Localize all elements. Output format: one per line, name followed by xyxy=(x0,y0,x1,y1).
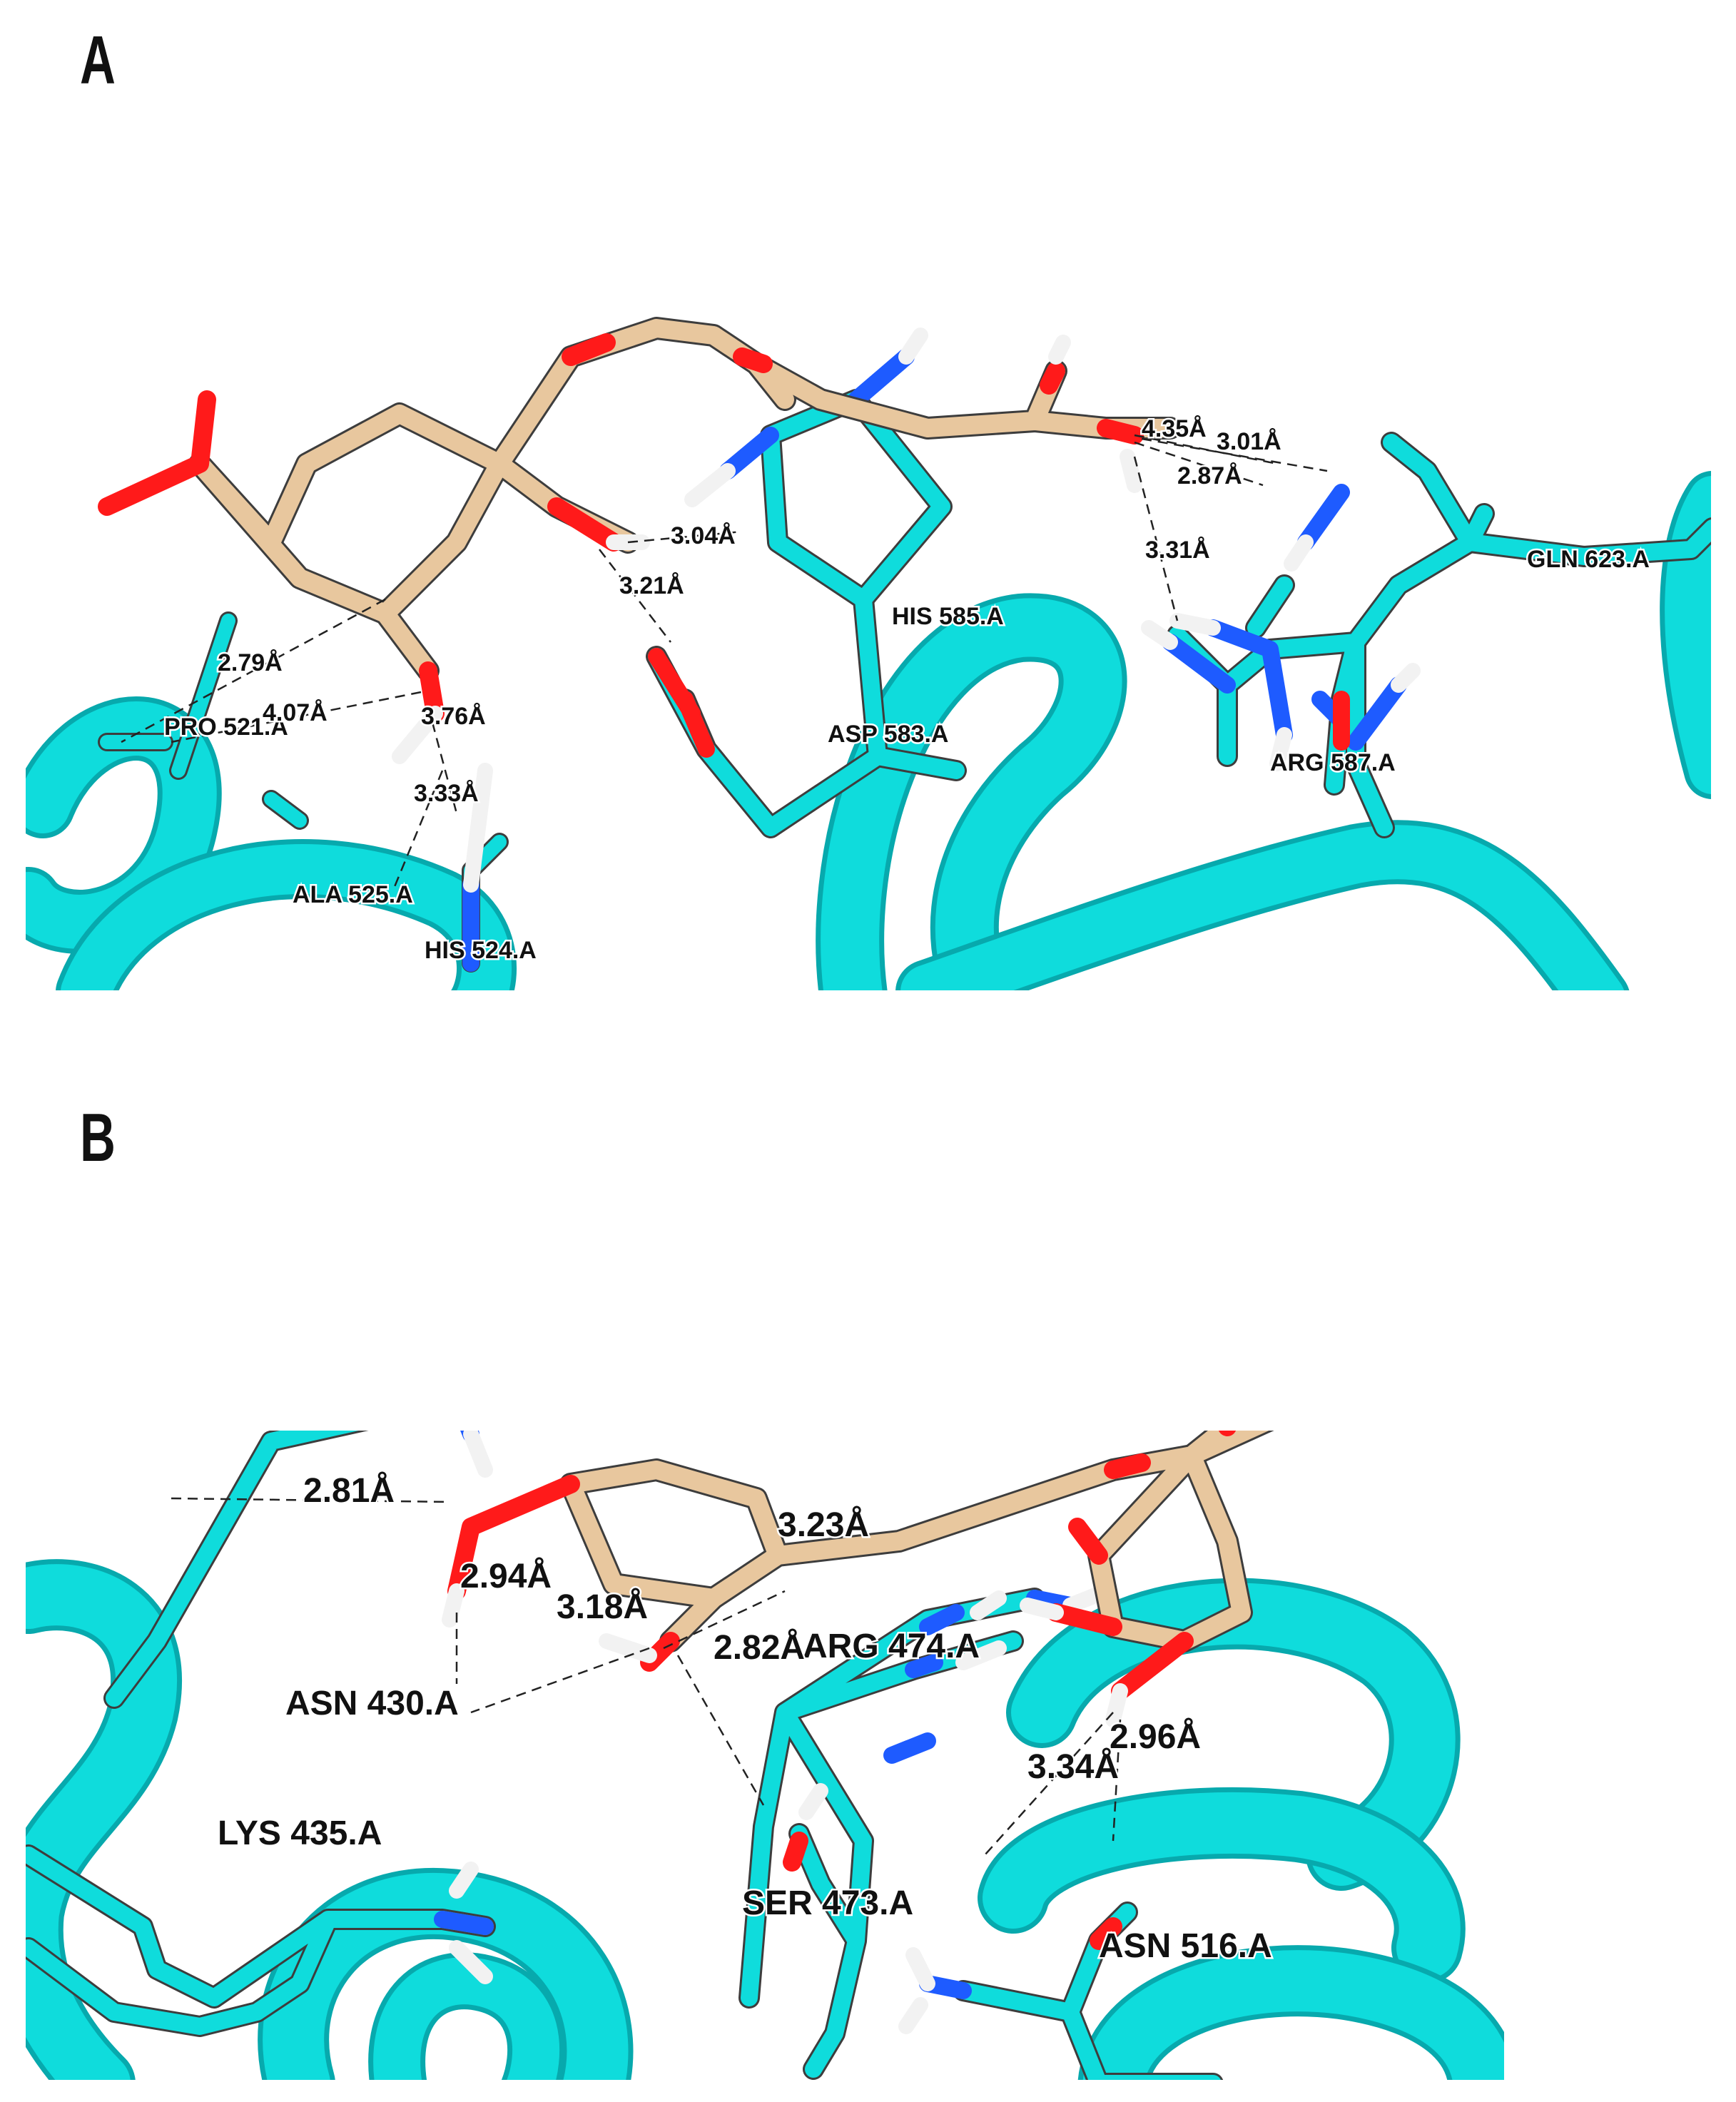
residue-label: ASP 583.A xyxy=(828,721,948,748)
distance-label: 4.07Å xyxy=(263,699,328,726)
protein-sticks-b xyxy=(26,1431,1224,2080)
distance-label: 3.01Å xyxy=(1217,428,1281,455)
residue-label: HIS 524.A xyxy=(425,937,537,964)
distance-label: 3.76Å xyxy=(421,703,486,730)
residue-label: SER 473.A xyxy=(742,1884,913,1922)
residue-label: ASN 516.A xyxy=(1099,1927,1272,1965)
distance-label: 3.33Å xyxy=(414,780,479,807)
distance-label: 3.21Å xyxy=(619,572,684,599)
distance-label: 3.18Å xyxy=(557,1588,648,1626)
residue-label: HIS 585.A xyxy=(892,603,1004,630)
distance-label: 2.87Å xyxy=(1177,462,1242,489)
residue-label: PRO 521.A xyxy=(164,714,288,741)
panel-a-letter: A xyxy=(80,22,116,98)
residue-label: ASN 430.A xyxy=(285,1685,459,1722)
residue-label: ARG 474.A xyxy=(803,1628,980,1665)
residue-label: ARG 587.A xyxy=(1270,749,1396,776)
distance-label: 3.23Å xyxy=(778,1506,869,1544)
panel-b-image: ASN 430.A ARG 474.A LYS 435.A SER 473.A … xyxy=(26,1431,1504,2080)
distance-label: 2.79Å xyxy=(218,649,283,676)
hbonds-b xyxy=(171,1497,1122,1856)
distance-label: 2.81Å xyxy=(303,1471,395,1510)
distance-label: 2.82Å xyxy=(714,1628,805,1667)
residue-label: LYS 435.A xyxy=(218,1814,382,1852)
hbonds-a xyxy=(121,434,1328,893)
residue-label: ALA 525.A xyxy=(293,881,413,908)
ligand-a xyxy=(98,317,1182,764)
distance-label: 3.04Å xyxy=(671,522,736,549)
residue-label: GLN 623.A xyxy=(1527,546,1650,573)
distance-label: 3.34Å xyxy=(1027,1747,1119,1786)
distance-label: 4.35Å xyxy=(1142,415,1207,442)
distance-label: 2.94Å xyxy=(460,1557,552,1595)
panel-b-letter: B xyxy=(80,1100,116,1176)
panel-a-image: GLN 623.A HIS 585.A PRO 521.A ASP 583.A … xyxy=(26,317,1711,990)
ligand-b xyxy=(442,1431,1274,1727)
distance-label: 3.31Å xyxy=(1145,537,1210,564)
protein-ribbon-a xyxy=(26,471,1711,990)
protein-heteroatoms-a xyxy=(462,328,1421,972)
distance-label: 2.96Å xyxy=(1110,1717,1201,1756)
